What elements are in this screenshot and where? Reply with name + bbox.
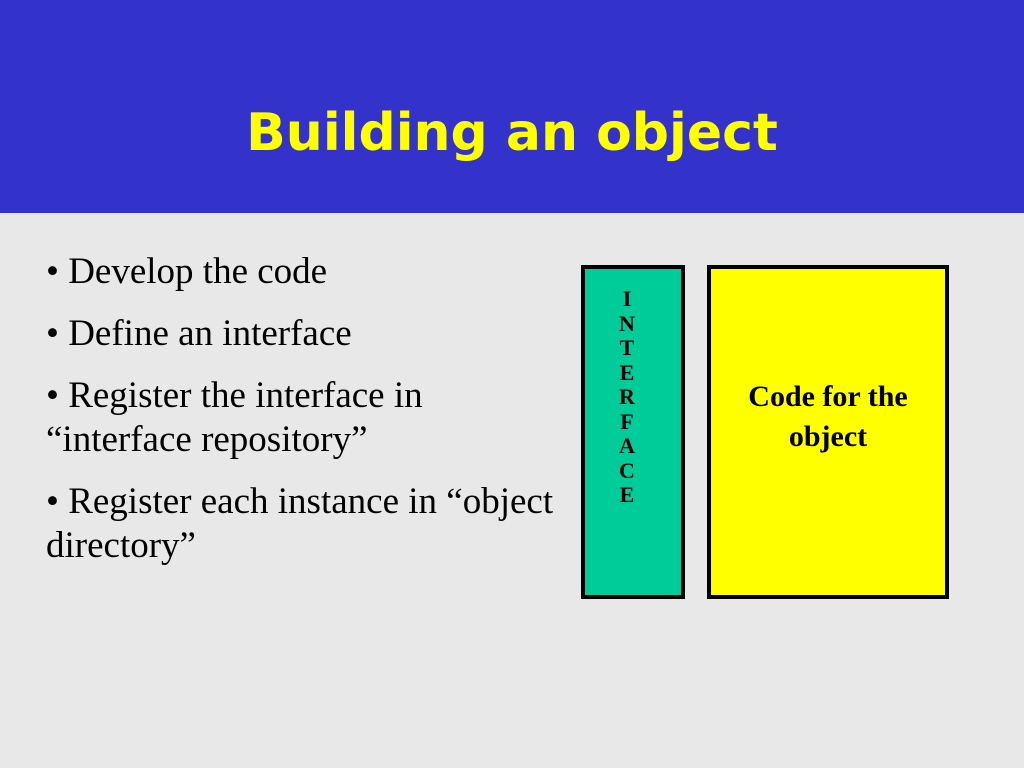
interface-box: I N T E R F A C E	[581, 265, 685, 599]
code-box: Code for the object	[707, 265, 949, 599]
bullet-item-define-interface: • Define an interface	[46, 313, 352, 354]
bullet-item-register-interface: • Register the interface in “interface r…	[46, 375, 423, 460]
interface-letter: C	[619, 457, 635, 483]
interface-letter: I	[622, 286, 632, 311]
bullet-list: • Develop the code • Define an interface…	[46, 250, 566, 586]
interface-letter: E	[619, 482, 635, 507]
interface-letter: A	[619, 433, 635, 458]
interface-letter: E	[619, 359, 635, 385]
title-bar: Building an object	[0, 0, 1024, 213]
interface-letter: F	[620, 408, 634, 434]
interface-label: I N T E R F A C E	[585, 286, 669, 508]
interface-letter: N	[619, 310, 635, 336]
code-box-label: Code for the object	[748, 380, 908, 453]
slide-title: Building an object	[246, 103, 778, 163]
bullet-item-develop-code: • Develop the code	[46, 251, 328, 292]
interface-letter: R	[619, 384, 635, 409]
bullet-item-register-instance: • Register each instance in “object dire…	[46, 481, 554, 566]
interface-letter: T	[619, 335, 635, 360]
